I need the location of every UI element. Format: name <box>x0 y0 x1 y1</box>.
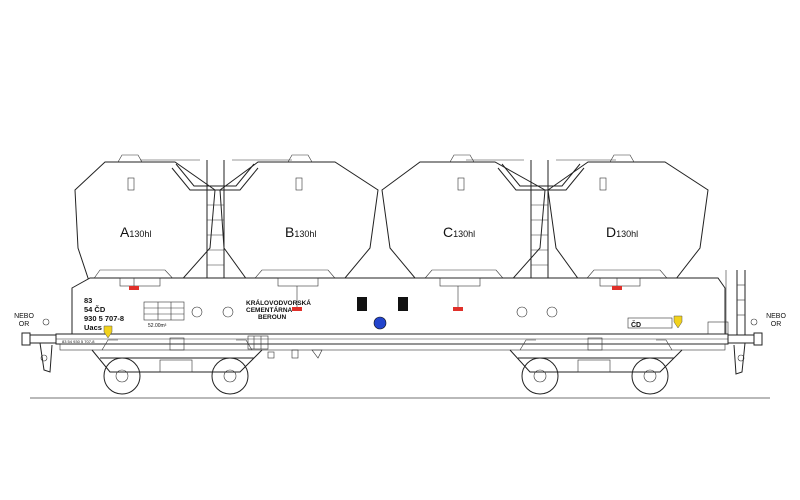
compartment-volume: 130hl <box>616 229 638 239</box>
handle-left <box>103 325 113 339</box>
handle-right <box>673 315 683 329</box>
side-label-left: NEBO OR <box>14 313 34 328</box>
compartment-letter: A <box>120 224 130 240</box>
owner-line3: BEROUN <box>258 314 286 321</box>
buffers <box>21 270 763 375</box>
valve-b <box>292 307 302 311</box>
side-panel <box>71 277 726 335</box>
capacity-table <box>143 301 185 321</box>
side-label-right: NEBO OR <box>766 313 786 328</box>
compartment-letter: B <box>285 224 294 240</box>
bogie-right <box>509 337 683 395</box>
svg-text:D130hl: D130hl <box>606 224 638 240</box>
valve-d <box>612 286 622 290</box>
hopper-tanks <box>74 154 709 285</box>
tank-a <box>74 161 216 285</box>
tank-d <box>547 161 709 285</box>
side-label-left-line2: OR <box>19 321 30 328</box>
compartment-volume: 130hl <box>129 229 151 239</box>
compartment-label-d: D130hl <box>606 224 638 240</box>
compartment-label-a: A130hl <box>120 224 151 240</box>
svg-text:B130hl: B130hl <box>285 224 316 240</box>
valve-a <box>129 286 139 290</box>
compartment-letter: D <box>606 224 616 240</box>
side-label-left-line1: NEBO <box>14 313 34 320</box>
compartment-letter: C <box>443 224 453 240</box>
blue-sign <box>373 316 387 330</box>
underframe <box>55 333 729 359</box>
wheel-2 <box>211 357 249 395</box>
marking-line1: 83 <box>84 296 92 305</box>
black-sign-2 <box>398 297 408 311</box>
marking-line3: 930 5 707-8 <box>84 314 124 323</box>
marking-line2: 54 ČD <box>84 305 106 314</box>
compartment-volume: 130hl <box>453 229 475 239</box>
side-label-right-line1: NEBO <box>766 313 786 320</box>
wagon-marking: 83 54 ČD 930 5 707-8 Uacs <box>84 296 124 332</box>
marking-line4: Uacs <box>84 323 102 332</box>
compartment-volume: 130hl <box>294 229 316 239</box>
frame-number: 83 54 930 5 707-8 <box>62 339 95 344</box>
wheel-1 <box>103 357 141 395</box>
capacity-value: 52.00m³ <box>148 323 167 329</box>
wheel-4 <box>631 357 669 395</box>
svg-text:C130hl: C130hl <box>443 224 475 240</box>
compartment-label-c: C130hl <box>443 224 475 240</box>
owner-block: KRÁLOVODVORSKÁ CEMENTÁRNA BEROUN <box>246 298 311 321</box>
svg-text:A130hl: A130hl <box>120 224 151 240</box>
operator-mark: ČD <box>631 320 641 329</box>
ladder-structures <box>140 159 746 335</box>
bogie-left <box>91 337 263 395</box>
tank-b <box>219 161 379 285</box>
black-sign-1 <box>357 297 367 311</box>
side-label-right-line2: OR <box>771 321 782 328</box>
compartment-label-b: B130hl <box>285 224 316 240</box>
tank-c <box>381 161 546 285</box>
wheel-3 <box>521 357 559 395</box>
valve-c <box>453 307 463 311</box>
owner-line1: KRÁLOVODVORSKÁ <box>246 298 311 307</box>
owner-line2: CEMENTÁRNA <box>246 305 293 314</box>
